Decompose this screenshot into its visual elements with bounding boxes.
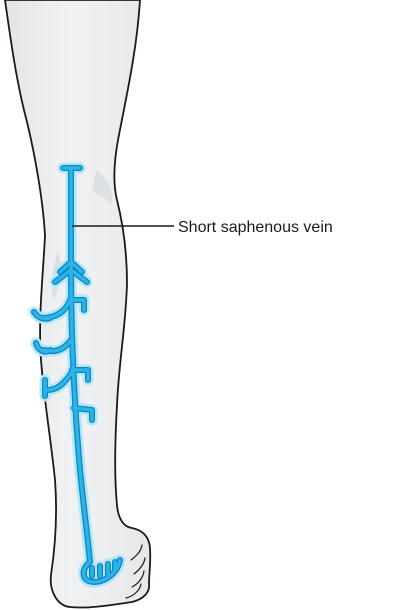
vein-label: Short saphenous vein <box>178 219 333 236</box>
